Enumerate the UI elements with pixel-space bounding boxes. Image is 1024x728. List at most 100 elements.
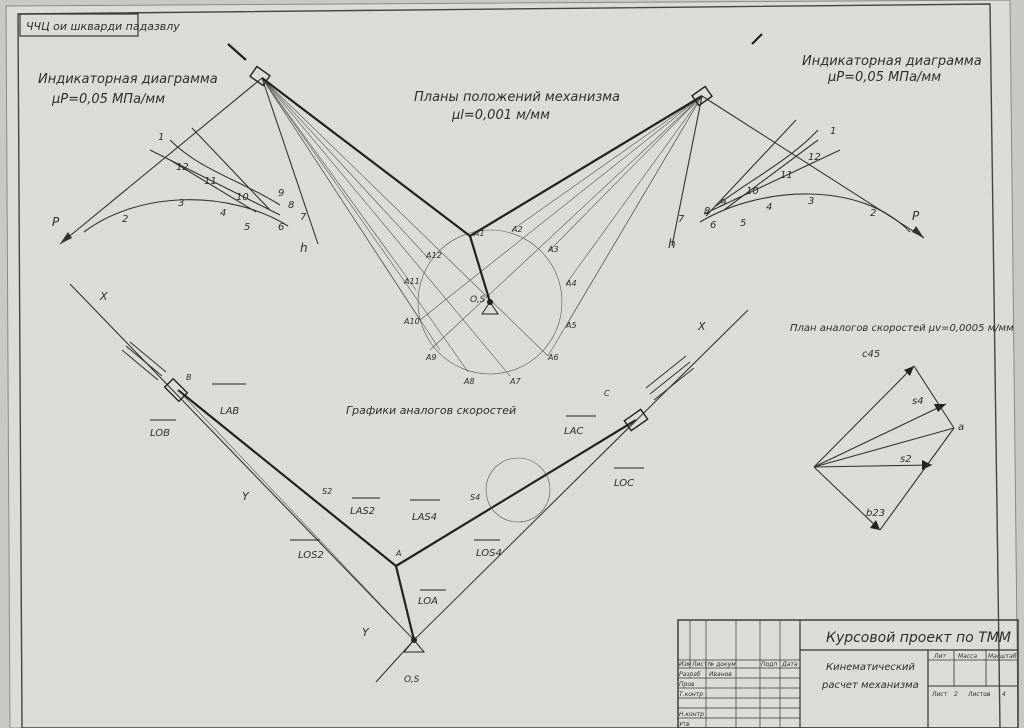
tb-row-tkontr: Т.контр [679, 691, 703, 698]
crank-pt-a1: A1 [473, 229, 485, 238]
tb-masshtab: Масштаб [988, 653, 1017, 660]
graph-label-c: C [604, 389, 610, 398]
slider-c [623, 408, 649, 432]
guide-right-top [751, 33, 763, 45]
indicator-left-pt-7: 7 [300, 212, 307, 223]
crank-pt-a11: A11 [403, 277, 420, 286]
mechanism-plans-title: Планы положений механизма [414, 90, 620, 105]
indicator-right-axis-p: P [912, 209, 920, 223]
indicator-left-pt-8: 8 [288, 200, 294, 211]
indicator-left-axis-h: h [300, 241, 308, 255]
indicator-left-pt-1: 1 [158, 132, 164, 143]
velocity-graphs: Графики аналогов скоростей X X Y Y B C A [69, 283, 749, 685]
indicator-right-pt-9: 9 [720, 198, 726, 209]
indicator-right-pt-12: 12 [808, 152, 821, 163]
crank-pt-a3: A3 [547, 245, 559, 254]
graph-label-las2: LAS2 [350, 506, 375, 517]
crank-pt-a5: A5 [565, 321, 577, 330]
graph-label-y-left: Y [242, 490, 250, 503]
graph-label-a: A [395, 549, 401, 558]
guide-hatch-left [121, 341, 167, 381]
graph-label-lab: LAB [220, 406, 239, 417]
title-block: Курсовой проект по ТММ Кинематический ра… [677, 619, 1019, 728]
indicator-right-pt-6: 6 [710, 220, 716, 231]
indicator-left-scale: μP=0,05 МПа/мм [51, 92, 165, 107]
graph-label-x-left: X [99, 290, 108, 303]
crank-pt-a2: A2 [511, 225, 523, 234]
crank-arm [468, 235, 492, 303]
indicator-right-scale: μP=0,05 МПа/мм [827, 70, 941, 85]
indicator-right-pt-3: 3 [808, 196, 814, 207]
title-block-project: Курсовой проект по ТММ [826, 630, 1011, 646]
velocity-plan: План аналогов скоростей μv=0,0005 м/мм c… [790, 323, 1014, 531]
graph-label-loc: LOC [614, 478, 634, 489]
graph-label-los4: LOS4 [476, 548, 502, 559]
indicator-left-ordinates [149, 127, 281, 216]
graph-label-lob: LOB [150, 428, 170, 439]
graph-label-x-right: X [697, 320, 706, 333]
graph-label-os: O,S [404, 675, 420, 685]
tb-sheets-label: Листов [967, 691, 991, 698]
tb-row-prov: Пров [679, 681, 695, 688]
graph-label-s2: S2 [322, 487, 332, 496]
pivot-support [481, 301, 499, 315]
crank-circle [417, 229, 563, 375]
indicator-left-pt-3: 3 [178, 198, 184, 209]
crank-pt-a4: A4 [565, 279, 577, 288]
indicator-diagram-right: Индикаторная диаграмма μP=0,05 МПа/мм P … [668, 33, 982, 251]
crank-pt-a8: A8 [463, 377, 475, 386]
tb-col-podp: Подп [761, 661, 777, 668]
title-block-subject-2: расчет механизма [821, 680, 919, 691]
tb-sheets-total: 4 [1002, 691, 1006, 698]
tb-row-utv: Утв [679, 721, 690, 728]
graph-label-b: B [186, 373, 192, 382]
indicator-left-axis-p: P [52, 215, 60, 229]
guide-left-top [227, 43, 247, 61]
mechanism-plans-scale: μl=0,001 м/мм [451, 108, 550, 123]
graph-label-loa: LOA [418, 596, 438, 607]
indicator-right-title: Индикаторная диаграмма [802, 54, 982, 69]
velocity-plan-c45: c45 [862, 349, 880, 360]
link-ac [395, 419, 637, 567]
connecting-rod-right [469, 95, 703, 237]
indicator-left-pt-12: 12 [176, 162, 189, 173]
slider-right-top [691, 85, 713, 107]
crank-pt-a9: A9 [425, 353, 437, 362]
velocity-plan-title: План аналогов скоростей μv=0,0005 м/мм [790, 323, 1014, 334]
indicator-right-pt-10: 10 [746, 186, 759, 197]
link-oa [394, 565, 416, 641]
graph-label-los2: LOS2 [298, 550, 324, 561]
circle-s4 [485, 457, 551, 523]
indicator-right-pt-2: 2 [870, 208, 876, 219]
crank-pt-a7: A7 [509, 377, 521, 386]
tb-col-izm: Изм [679, 661, 692, 668]
indicator-right-pt-5: 5 [740, 218, 746, 229]
graph-arrows [150, 383, 644, 591]
indicator-right-pt-4: 4 [766, 202, 772, 213]
indicator-left-compression-curve [169, 139, 281, 206]
graph-label-lac: LAC [564, 426, 583, 437]
tb-col-list: Лист [691, 661, 708, 668]
crank-pt-a12: A12 [425, 251, 442, 260]
rotated-stamp: ЧЧЦ ои шкварди падазвлу [19, 13, 180, 37]
tb-row-nkontr: Н.контр [679, 711, 704, 718]
indicator-left-title: Индикаторная диаграмма [38, 72, 218, 87]
tb-sheet-no: 2 [954, 691, 958, 698]
velocity-graphs-title: Графики аналогов скоростей [346, 404, 516, 417]
indicator-right-pt-7: 7 [678, 214, 685, 225]
graph-label-y-bottom: Y [362, 626, 370, 639]
indicator-right-ordinates [703, 119, 841, 217]
connecting-rod-left [261, 77, 471, 237]
indicator-left-pt-11: 11 [204, 176, 217, 187]
indicator-right-h-axis [671, 95, 703, 247]
indicator-left-pt-5: 5 [244, 222, 250, 233]
indicator-left-pt-6: 6 [278, 222, 284, 233]
graph-label-s4: S4 [470, 493, 480, 502]
pivot-label: O,S [470, 295, 486, 305]
velocity-plan-a: a [958, 422, 964, 433]
indicator-right-pt-11: 11 [780, 170, 793, 181]
indicator-diagram-left: Индикаторная диаграмма μP=0,05 МПа/мм P … [38, 43, 319, 255]
tb-developer: Иванов [709, 671, 732, 678]
indicator-left-pt-9: 9 [278, 188, 284, 199]
